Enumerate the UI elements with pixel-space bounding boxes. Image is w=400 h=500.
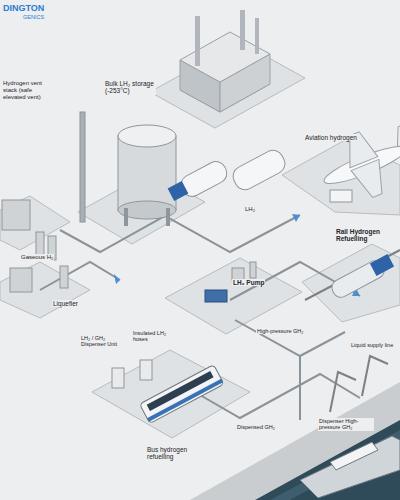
callout-label: Insulated LH₂ hoses — [132, 330, 180, 343]
tanker-trailer — [168, 147, 289, 201]
water-ripple — [270, 430, 400, 500]
plant-building — [180, 10, 270, 112]
flow-label: Liquid supply line — [350, 342, 394, 348]
flow-arrow — [114, 274, 120, 284]
flow-label: Dispenser High-pressure GH₂ — [318, 418, 374, 431]
storage-tank — [118, 125, 176, 226]
flow-label: Dispensed GH₂ — [236, 424, 276, 430]
pump-platform — [165, 258, 302, 334]
ship — [300, 436, 400, 498]
logo-text: GENICS — [22, 14, 45, 20]
flow-label: LH₂ — [244, 206, 256, 213]
pipe — [60, 215, 300, 252]
left-platform — [0, 196, 70, 250]
callout-label: Bus hydrogen refuelling — [146, 446, 212, 461]
callout-label: LH₂ / GH₂ Dispenser Unit — [80, 335, 132, 348]
flow-label: Gaseous H₂ — [20, 254, 54, 261]
loading-arm — [330, 356, 388, 412]
fuel-truck — [330, 190, 352, 202]
callout-label: Bulk LH₂ storage (-253°C) — [104, 80, 156, 95]
pipe — [299, 356, 301, 420]
callout-label: Aviation hydrogen — [304, 134, 358, 141]
callout-label: Hydrogen vent stack (safe elevated vent) — [2, 80, 48, 101]
flow-arrow — [292, 214, 300, 222]
callout-label: Rail Hydrogen Refuelling — [335, 228, 397, 243]
flow-label: High-pressure GH₂ — [256, 328, 304, 334]
rail-platform — [302, 244, 400, 322]
rail-tanker — [305, 250, 400, 300]
callout-label: LH₂ Pump — [232, 279, 265, 286]
bus — [140, 365, 224, 424]
water — [255, 420, 400, 500]
aircraft — [312, 116, 400, 212]
dispenser — [112, 360, 152, 388]
bus-platform — [92, 350, 250, 438]
pipe — [40, 262, 120, 290]
liquefier-equipment — [2, 200, 68, 292]
pipe — [235, 320, 345, 356]
callout-label: Liquefier — [52, 300, 79, 307]
vent-stack — [80, 112, 85, 222]
logo-text: DINGTON — [2, 3, 45, 13]
